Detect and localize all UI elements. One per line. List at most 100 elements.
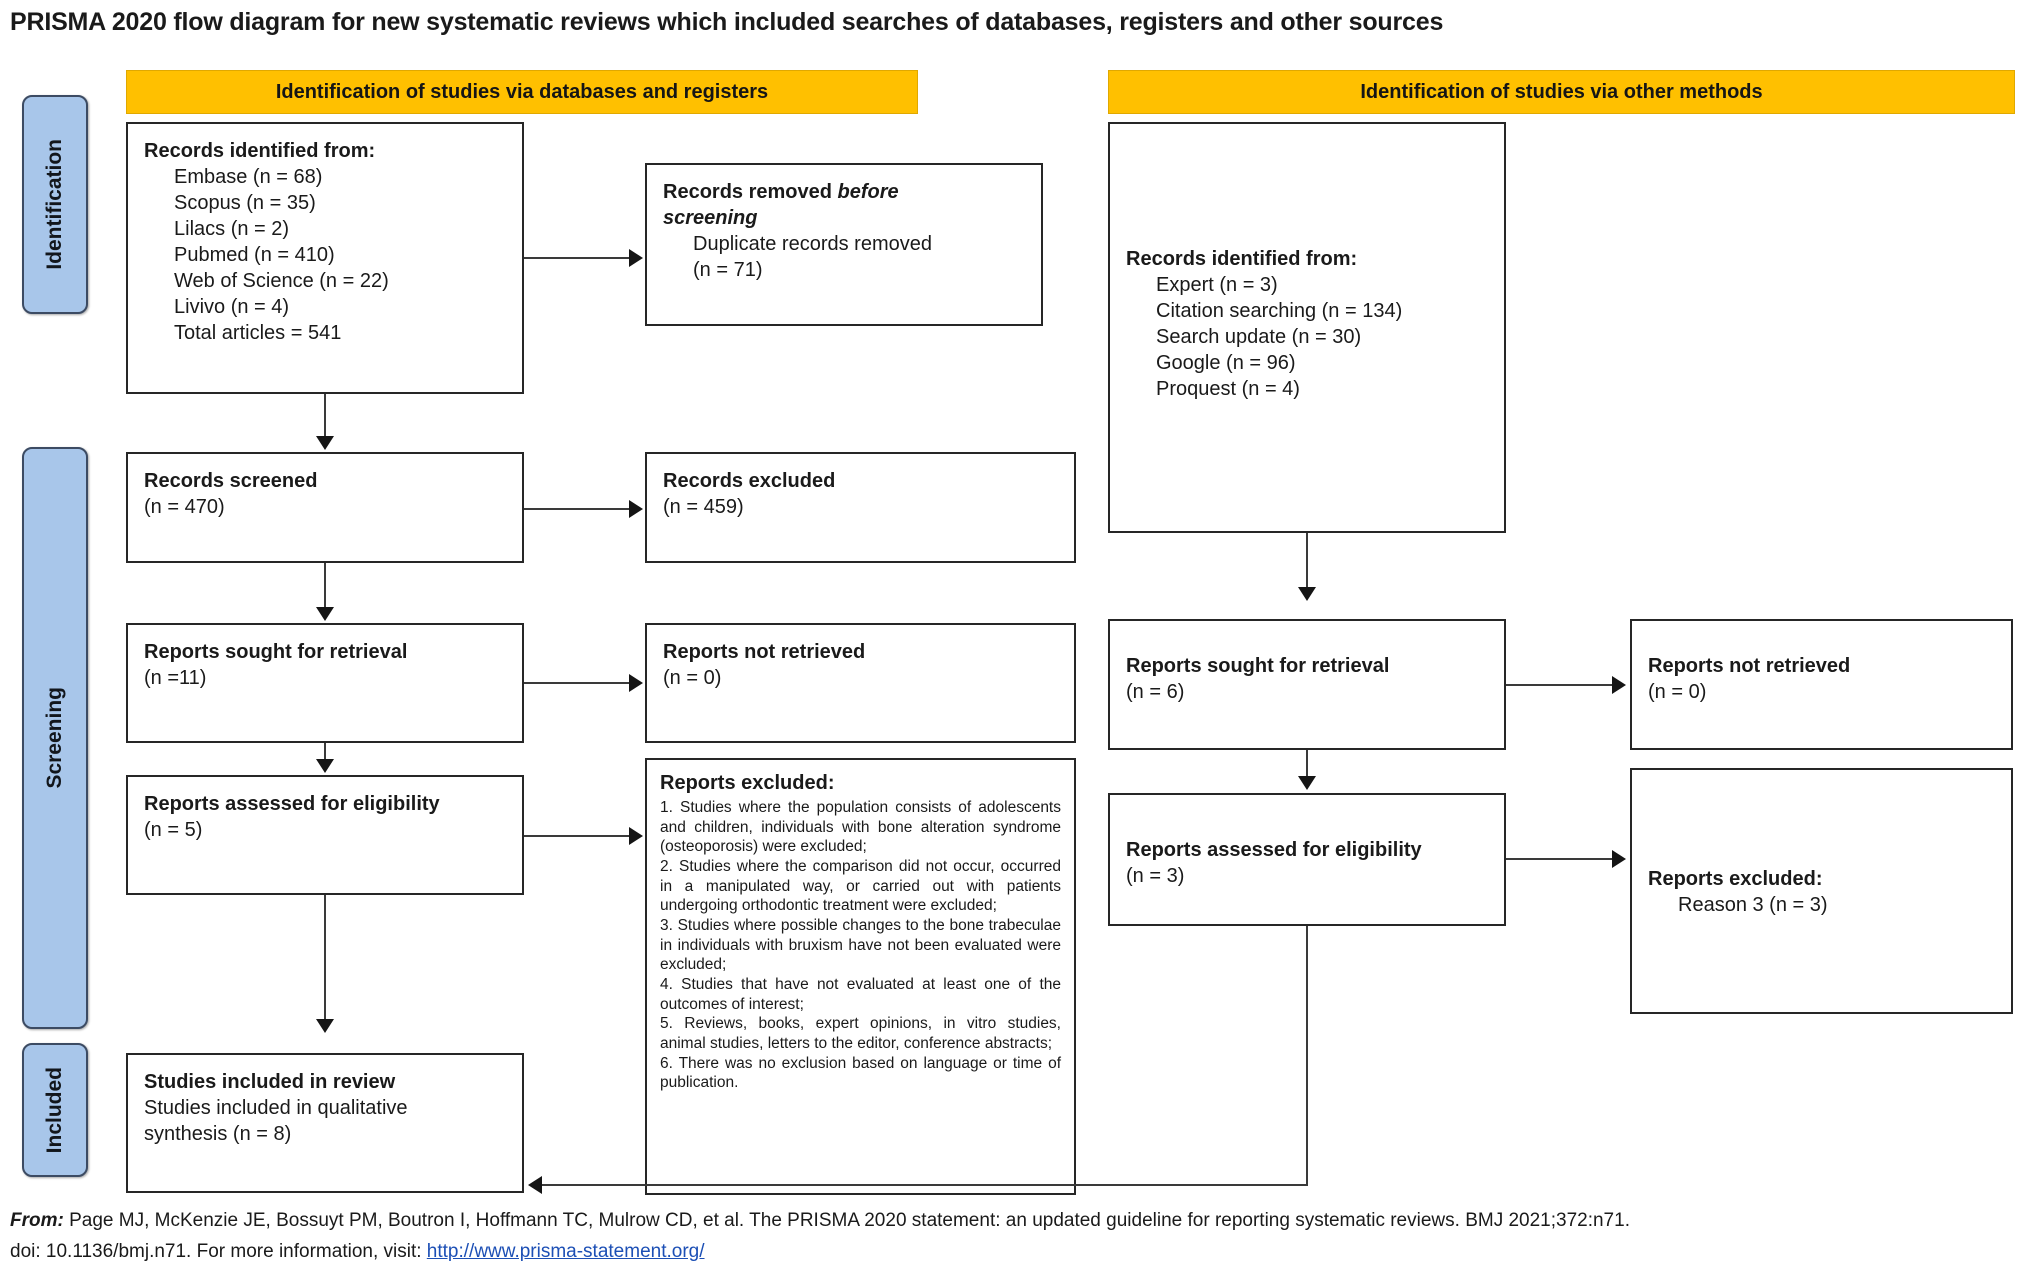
box-heading: Reports excluded: — [1648, 868, 1823, 890]
prisma-statement-link[interactable]: http://www.prisma-statement.org/ — [426, 1241, 705, 1262]
removed-heading-part1: Records removed — [663, 181, 838, 203]
connector-screened-to-excluded — [524, 508, 629, 510]
arrowhead-sought-to-not-retrieved — [629, 674, 643, 692]
studies-included-line3: synthesis (n = 8) — [144, 1123, 292, 1145]
other-source-citation-searching: Citation searching (n = 134) — [1156, 300, 1403, 322]
footer-citation-line: From: Page MJ, McKenzie JE, Bossuyt PM, … — [10, 1207, 2020, 1235]
records-excluded-count: (n = 459) — [663, 496, 744, 518]
box-heading: Reports sought for retrieval — [1126, 655, 1390, 677]
reason-1: 1. Studies where the population consists… — [660, 799, 1061, 856]
arrowhead-screened-to-excluded — [629, 500, 643, 518]
arrowhead-sought-to-assessed — [316, 759, 334, 773]
box-heading: Records removed before — [663, 179, 1025, 205]
removed-heading-italic: before — [837, 181, 899, 203]
studies-included-line2: Studies included in qualitative — [144, 1097, 408, 1119]
db-source-lilacs: Lilacs (n = 2) — [174, 218, 290, 240]
box-reports-sought-for-retrieval: Reports sought for retrieval (n =11) — [126, 623, 524, 743]
arrowhead-assessed-to-included — [316, 1019, 334, 1033]
db-source-web-of-science: Web of Science (n = 22) — [174, 270, 389, 292]
reports-excluded-reason-list: 1. Studies where the population consists… — [660, 798, 1061, 1093]
arrowhead-other-to-included — [528, 1176, 542, 1194]
box-heading: Reports not retrieved — [663, 641, 866, 663]
other-source-proquest: Proquest (n = 4) — [1156, 378, 1300, 400]
other-reports-assessed-count: (n = 3) — [1126, 865, 1185, 887]
box-heading: Records identified from: — [1126, 248, 1358, 270]
reason-5: 5. Reviews, books, expert opinions, in v… — [660, 1015, 1061, 1053]
banner-other-methods: Identification of studies via other meth… — [1108, 70, 2015, 114]
reason-6: 6. There was no exclusion based on langu… — [660, 1054, 1061, 1092]
db-source-embase: Embase (n = 68) — [174, 166, 323, 188]
removed-heading-part2: screening — [663, 207, 758, 229]
arrowhead-other-identified-to-sought — [1298, 587, 1316, 601]
box-reports-excluded-reasons: Reports excluded: 1. Studies where the p… — [645, 758, 1076, 1195]
box-studies-included-in-review: Studies included in review Studies inclu… — [126, 1053, 524, 1193]
connector-sought-to-assessed — [324, 743, 326, 761]
other-source-expert: Expert (n = 3) — [1156, 274, 1278, 296]
connector-other-assessed-down — [1306, 926, 1308, 1186]
phase-label-screening: Screening — [43, 687, 66, 789]
box-records-screened: Records screened (n = 470) — [126, 452, 524, 563]
footer-doi-line: doi: 10.1136/bmj.n71. For more informati… — [10, 1238, 2020, 1266]
box-records-identified-databases: Records identified from: Embase (n = 68)… — [126, 122, 524, 394]
box-heading: Records excluded — [663, 470, 836, 492]
connector-sought-to-not-retrieved — [524, 682, 629, 684]
removed-heading-screening: screening — [663, 205, 1025, 231]
box-heading: Records identified from: — [144, 140, 376, 162]
reason-3: 3. Studies where possible changes to the… — [660, 917, 1061, 974]
box-other-reports-not-retrieved: Reports not retrieved (n = 0) — [1630, 619, 2013, 750]
phase-label-identification: Identification — [43, 139, 66, 270]
phase-bar-identification: Identification — [22, 95, 88, 314]
db-source-pubmed: Pubmed (n = 410) — [174, 244, 335, 266]
duplicate-records-removed-label: Duplicate records removed — [693, 233, 932, 255]
box-records-removed-before-screening: Records removed before screening Duplica… — [645, 163, 1043, 326]
other-source-google: Google (n = 96) — [1156, 352, 1296, 374]
db-source-scopus: Scopus (n = 35) — [174, 192, 316, 214]
connector-screened-to-sought — [324, 563, 326, 609]
other-reports-not-retrieved-count: (n = 0) — [1648, 681, 1707, 703]
box-heading: Reports assessed for eligibility — [1126, 839, 1422, 861]
arrowhead-other-sought-to-assessed — [1298, 776, 1316, 790]
box-heading: Records screened — [144, 470, 318, 492]
connector-other-assessed-left-to-included — [542, 1184, 1308, 1186]
reports-assessed-count: (n = 5) — [144, 819, 203, 841]
connector-identified-to-removed — [524, 257, 629, 259]
footer-doi-text: doi: 10.1136/bmj.n71. For more informati… — [10, 1241, 427, 1262]
arrowhead-assessed-to-reports-excluded — [629, 827, 643, 845]
db-total-articles: Total articles = 541 — [174, 322, 342, 344]
connector-assessed-to-reports-excluded — [524, 835, 629, 837]
box-reports-not-retrieved: Reports not retrieved (n = 0) — [645, 623, 1076, 743]
connector-other-sought-to-assessed — [1306, 750, 1308, 778]
phase-bar-screening: Screening — [22, 447, 88, 1029]
db-source-livivo: Livivo (n = 4) — [174, 296, 290, 318]
footer-from-label: From: — [10, 1210, 64, 1231]
box-records-excluded: Records excluded (n = 459) — [645, 452, 1076, 563]
arrowhead-other-assessed-to-excluded — [1612, 850, 1626, 868]
box-heading: Reports assessed for eligibility — [144, 793, 440, 815]
box-other-reports-sought-for-retrieval: Reports sought for retrieval (n = 6) — [1108, 619, 1506, 750]
arrowhead-screened-to-sought — [316, 607, 334, 621]
connector-assessed-to-included — [324, 895, 326, 1021]
box-heading: Studies included in review — [144, 1071, 396, 1093]
box-other-reports-assessed-for-eligibility: Reports assessed for eligibility (n = 3) — [1108, 793, 1506, 926]
box-heading: Reports excluded: — [660, 772, 835, 794]
connector-identified-to-screened — [324, 394, 326, 438]
reports-sought-count: (n =11) — [144, 667, 207, 689]
other-source-search-update: Search update (n = 30) — [1156, 326, 1362, 348]
duplicate-records-removed-count: (n = 71) — [693, 259, 763, 281]
reports-not-retrieved-count: (n = 0) — [663, 667, 722, 689]
reason-2: 2. Studies where the comparison did not … — [660, 858, 1061, 915]
banner-databases-registers: Identification of studies via databases … — [126, 70, 918, 114]
arrowhead-identified-to-screened — [316, 436, 334, 450]
box-other-reports-excluded: Reports excluded: Reason 3 (n = 3) — [1630, 768, 2013, 1014]
arrowhead-identified-to-removed — [629, 249, 643, 267]
box-records-identified-other-methods: Records identified from: Expert (n = 3) … — [1108, 122, 1506, 533]
records-screened-count: (n = 470) — [144, 496, 225, 518]
connector-other-assessed-to-excluded — [1506, 858, 1612, 860]
connector-other-sought-to-not-retrieved — [1506, 684, 1612, 686]
other-reports-sought-count: (n = 6) — [1126, 681, 1185, 703]
other-reports-excluded-reason: Reason 3 (n = 3) — [1678, 894, 1828, 916]
phase-bar-included: Included — [22, 1043, 88, 1177]
reason-4: 4. Studies that have not evaluated at le… — [660, 976, 1061, 1013]
phase-label-included: Included — [43, 1066, 66, 1154]
